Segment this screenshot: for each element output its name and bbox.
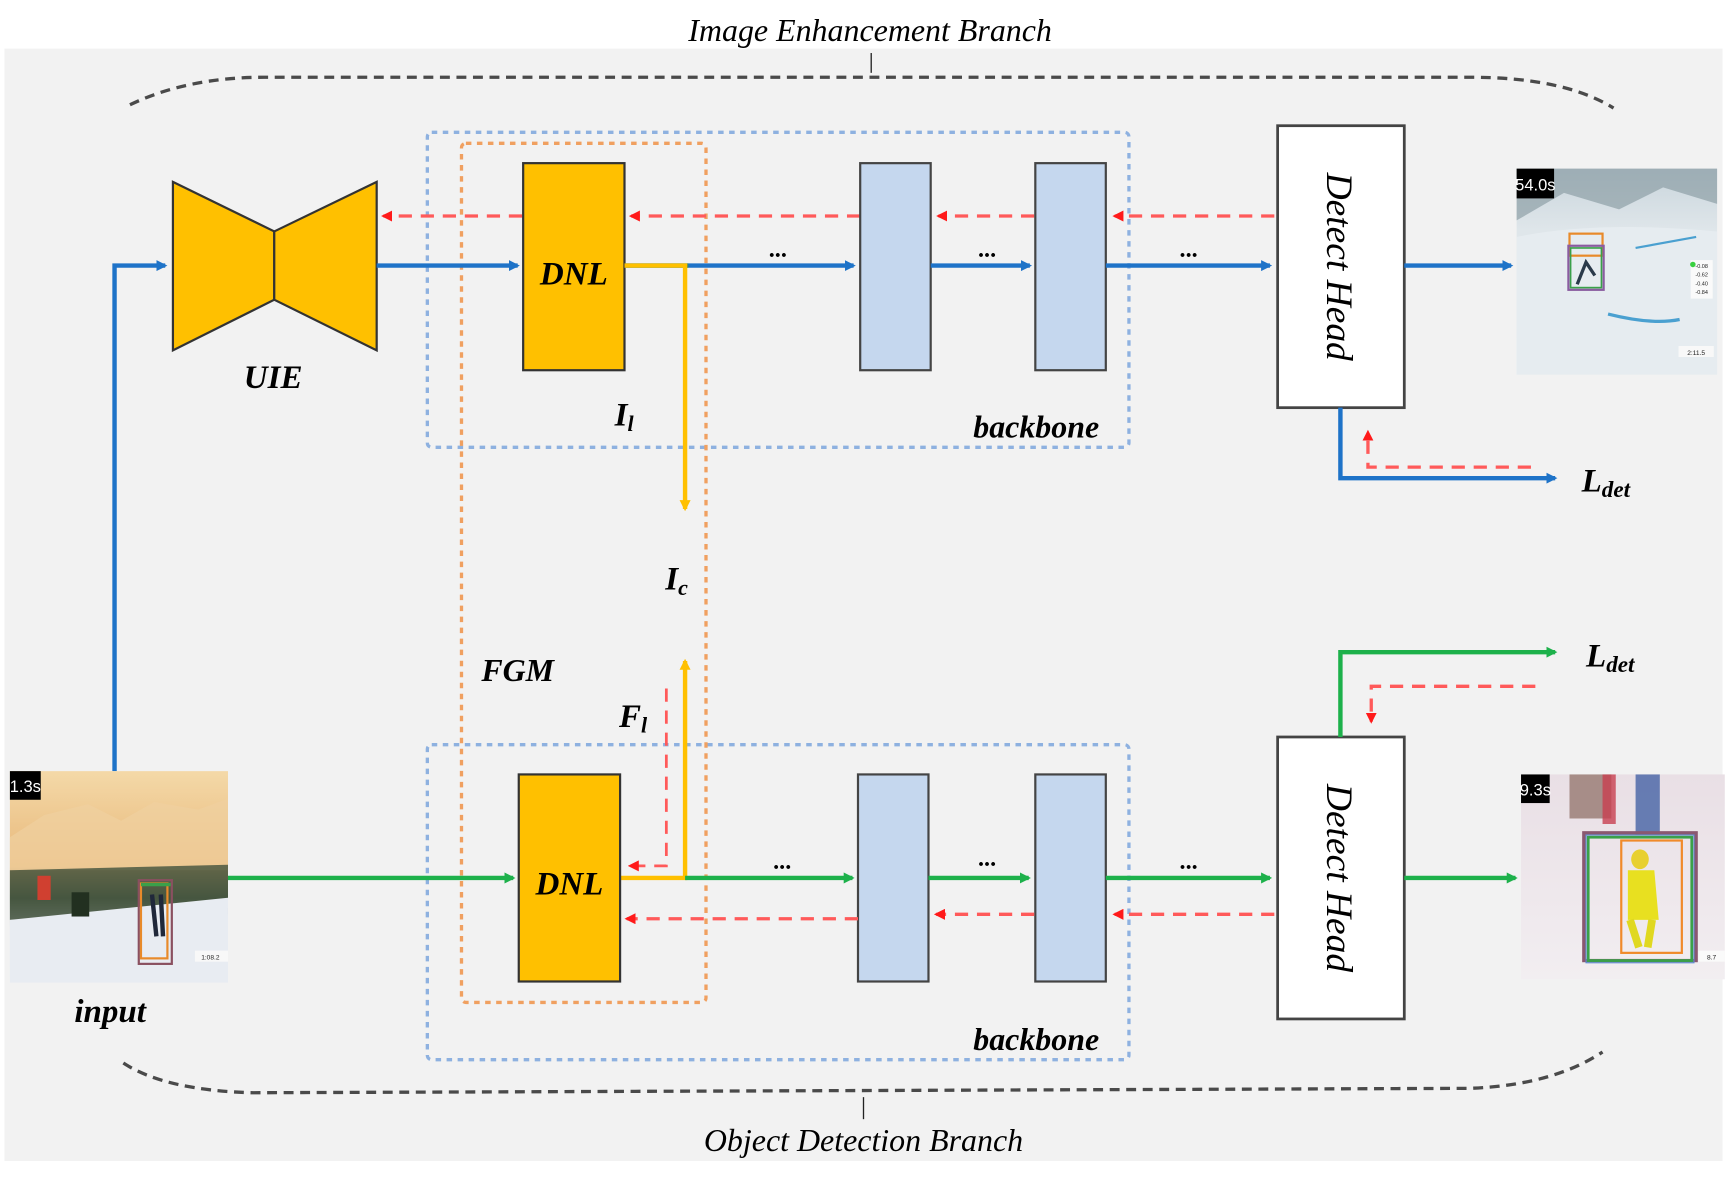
object-detection-branch-label: Object Detection Branch <box>704 1123 1023 1158</box>
bottom-branch-brace <box>122 1050 1604 1095</box>
svg-text:54.0s: 54.0s <box>1515 176 1555 195</box>
head-to-ldet-bottom-arrow <box>1338 646 1558 737</box>
ellipsis-top-3: ... <box>1180 236 1198 263</box>
backbone-block-1-bottom <box>856 773 930 983</box>
top-branch-brace <box>129 75 1615 110</box>
svg-text:-0.08: -0.08 <box>1695 264 1708 270</box>
dnl-block-bottom <box>517 773 622 983</box>
ldet-label-top: Ldet <box>1581 463 1631 503</box>
dnl-block-top <box>522 162 626 372</box>
grad-ldet-to-head-bottom <box>1365 684 1536 724</box>
backbone-box-bottom <box>425 743 1131 1062</box>
dnl-label-top: DNL <box>539 256 608 292</box>
il-label: Il <box>614 397 635 436</box>
grad-ldet-to-head-top <box>1362 429 1531 469</box>
backbone-block-2-top <box>1034 162 1107 372</box>
backbone-block-2-bottom <box>1034 773 1107 983</box>
head-to-ldet-top-arrow <box>1338 407 1558 484</box>
timestamp-badge-input <box>9 771 41 800</box>
backbone-block-1-top <box>859 162 932 372</box>
detect-head-bottom <box>1276 735 1406 1021</box>
svg-text:9.3s: 9.3s <box>1520 780 1551 799</box>
svg-text:-0.62: -0.62 <box>1695 273 1708 279</box>
ellipsis-top-2: ... <box>979 236 997 263</box>
detect-head-label-top: Detect Head <box>1318 172 1359 361</box>
dnl-label-bottom: DNL <box>534 866 603 902</box>
detect-head-label-bottom: Detect Head <box>1318 783 1359 972</box>
output-image-bottom: 9.3s 8.7 <box>1520 774 1725 980</box>
timestamp-badge-bottom <box>1521 774 1550 804</box>
backbone-box-top <box>425 130 1131 449</box>
svg-text:2:11.5: 2:11.5 <box>1687 350 1705 357</box>
grad-fgm-to-dnl-bottom <box>627 688 668 872</box>
ellipsis-top-1: ... <box>770 236 788 263</box>
svg-text:-0.40: -0.40 <box>1695 281 1708 287</box>
svg-text:1.3s: 1.3s <box>10 777 41 796</box>
ellipsis-bottom-2: ... <box>979 845 997 872</box>
ellipsis-bottom-1: ... <box>774 848 792 875</box>
ldet-label-bottom: Ldet <box>1585 638 1635 678</box>
input-image: 1.3s 1:08.2 <box>9 771 228 983</box>
output-image-top: 54.0s 2:11.5 -0.08 -0.62 -0.40 -0.84 <box>1515 168 1718 375</box>
backbone-label-top: backbone <box>973 409 1099 444</box>
backbone-label-bottom: backbone <box>973 1022 1099 1057</box>
uie-label: UIE <box>244 360 303 396</box>
ic-label: Ic <box>664 561 688 600</box>
input-label: input <box>74 994 146 1030</box>
input-to-uie-arrow <box>112 260 168 772</box>
timestamp-badge-top <box>1516 168 1555 199</box>
uie-decoder <box>273 180 378 353</box>
svg-text:-0.84: -0.84 <box>1695 290 1708 296</box>
fgm-label: FGM <box>480 653 555 688</box>
ellipsis-bottom-3: ... <box>1180 848 1198 875</box>
image-enhancement-branch-label: Image Enhancement Branch <box>687 13 1052 48</box>
il-to-ic-arrow <box>624 263 691 512</box>
svg-text:1:08.2: 1:08.2 <box>201 954 220 961</box>
fl-label: Fl <box>618 699 648 738</box>
fgm-box <box>459 141 708 1005</box>
svg-text:8.7: 8.7 <box>1707 954 1716 961</box>
